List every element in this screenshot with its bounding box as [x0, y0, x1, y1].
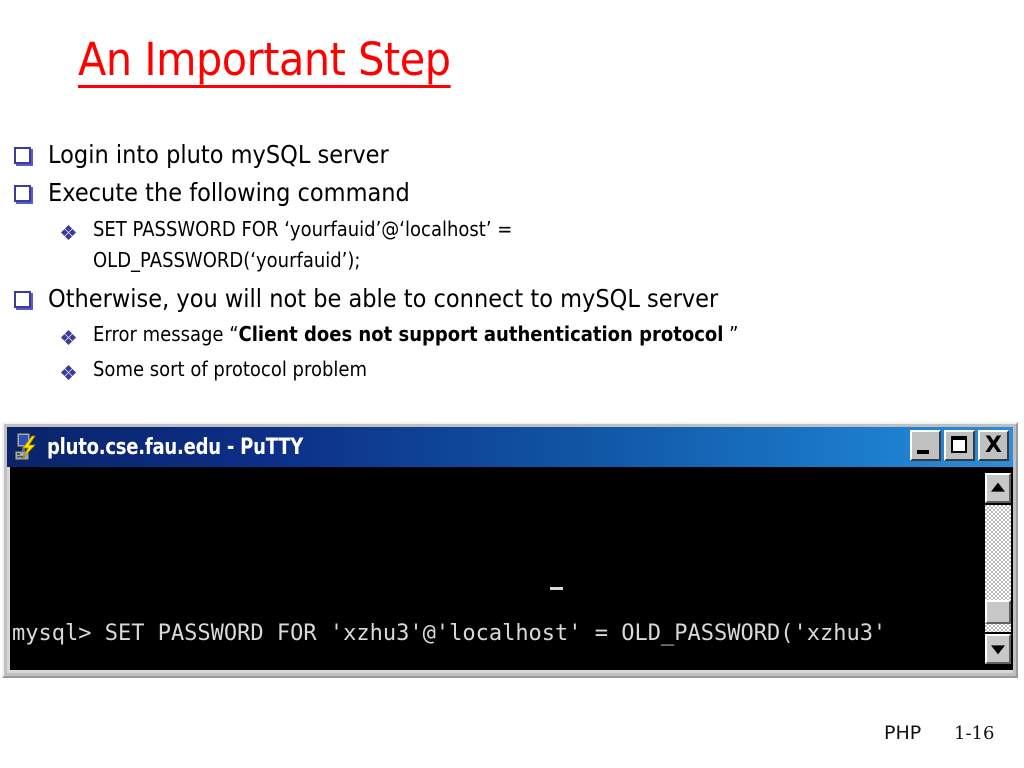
title-underline	[78, 85, 451, 88]
footer-label: PHP	[884, 722, 922, 744]
page-number: 1-16	[954, 723, 995, 744]
scrollbar-down-button[interactable]	[985, 634, 1011, 664]
diamond-cluster-bullet-icon	[60, 319, 93, 352]
list-item: Some sort of protocol problem	[0, 354, 1000, 387]
putty-title-text: pluto.cse.fau.edu - PuTTY	[47, 434, 304, 460]
chevron-down-icon	[991, 645, 1005, 655]
minimize-button[interactable]	[910, 430, 941, 461]
error-message-suffix: ”	[723, 322, 739, 346]
close-button[interactable]: X	[978, 430, 1009, 461]
error-message-bold: Client does not support authentication p…	[238, 322, 724, 346]
maximize-icon	[951, 436, 967, 453]
hollow-square-bullet-icon	[14, 136, 48, 173]
list-item-label: Execute the following command	[48, 178, 410, 207]
close-icon: X	[985, 433, 1002, 458]
putty-titlebar[interactable]: pluto.cse.fau.edu - PuTTY X	[7, 427, 1013, 467]
list-item-label: Some sort of protocol problem	[93, 357, 368, 381]
page-title: An Important Step	[78, 33, 451, 88]
scrollbar-up-button[interactable]	[985, 473, 1011, 503]
window-controls: X	[910, 430, 1009, 461]
maximize-button[interactable]	[944, 430, 975, 461]
scrollbar-track[interactable]	[985, 505, 1011, 632]
list-item: Login into pluto mySQL server	[0, 136, 1000, 173]
bullet-list: Login into pluto mySQL server Execute th…	[0, 136, 1000, 387]
list-item: Otherwise, you will not be able to conne…	[0, 280, 1000, 317]
diamond-cluster-bullet-icon	[60, 214, 93, 247]
putty-computer-lightning-icon	[13, 432, 41, 462]
putty-window[interactable]: pluto.cse.fau.edu - PuTTY X mysql> SET P…	[2, 422, 1018, 678]
list-item: Execute the following command	[0, 174, 1000, 211]
error-message-prefix: Error message “	[93, 322, 239, 346]
terminal-output-area[interactable]: mysql> SET PASSWORD FOR 'xzhu3'@'localho…	[7, 467, 1013, 673]
list-item-label: Login into pluto mySQL server	[48, 140, 389, 169]
hollow-square-bullet-icon	[14, 174, 48, 211]
terminal-scrollbar[interactable]	[985, 469, 1011, 668]
list-item-label: SET PASSWORD FOR ‘yourfauid’@‘localhost’…	[93, 217, 513, 272]
list-item: SET PASSWORD FOR ‘yourfauid’@‘localhost’…	[0, 214, 1000, 276]
minimize-icon	[917, 450, 929, 454]
page-title-text: An Important Step	[78, 33, 451, 86]
scrollbar-thumb[interactable]	[985, 600, 1011, 624]
terminal-cursor	[550, 587, 563, 590]
putty-window-inner: pluto.cse.fau.edu - PuTTY X mysql> SET P…	[7, 427, 1013, 673]
terminal-line: mysql> SET PASSWORD FOR 'xzhu3'@'localho…	[12, 621, 887, 646]
list-item: Error message “Client does not support a…	[0, 319, 1000, 352]
terminal-text: mysql> SET PASSWORD FOR 'xzhu3'@'localho…	[12, 519, 985, 670]
list-item-label: Otherwise, you will not be able to conne…	[48, 284, 719, 313]
diamond-cluster-bullet-icon	[60, 354, 93, 387]
list-item-label: Error message “Client does not support a…	[93, 319, 738, 350]
chevron-up-icon	[991, 482, 1005, 492]
hollow-square-bullet-icon	[14, 280, 48, 317]
